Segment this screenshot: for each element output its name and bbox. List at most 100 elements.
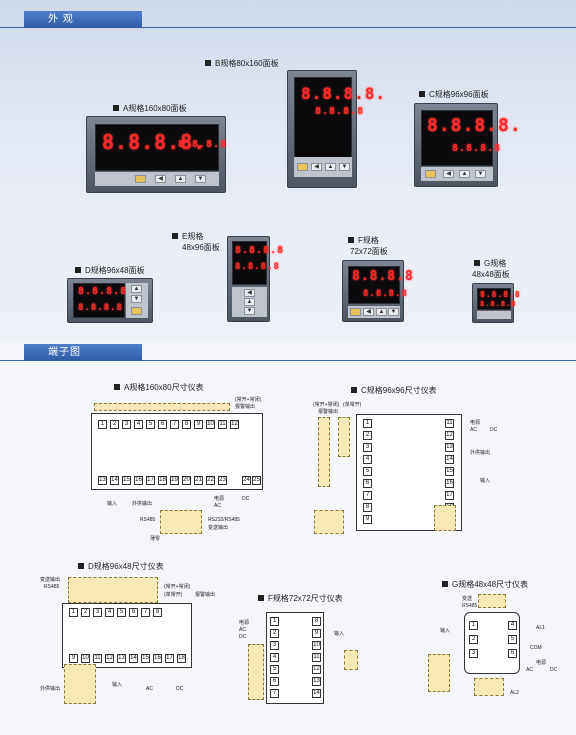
panel-a-screen: 8.8.8.8. 8.8.8.8	[95, 124, 226, 171]
diagram-a-input-label: 输入	[107, 501, 118, 507]
panel-f-label-1: F规格	[348, 236, 379, 246]
diagram-a-rs485-label: RS485	[140, 517, 156, 523]
diagram-f-body: 1 2 3 4 5 6 7 8 9 10 11 12 13 14	[266, 612, 324, 704]
panel-c-sub-display: 8.8.8.8	[452, 143, 502, 154]
terminal: 3	[270, 641, 279, 650]
terminal: 3	[363, 443, 372, 452]
terminal: 3	[469, 649, 478, 658]
panel-d-main-display: 8.8.8.8	[78, 286, 128, 297]
diagram-a-comm-block	[160, 510, 202, 534]
panel-e-main-display: 8.8.8.8	[235, 245, 285, 256]
set-key[interactable]	[297, 163, 308, 171]
panel-b-label: B规格80x160面板	[205, 59, 279, 69]
terminal: 16	[153, 654, 162, 663]
panel-c-label-text: C规格96x96面板	[429, 90, 489, 99]
up-key[interactable]: ▲	[459, 170, 470, 178]
bullet-icon	[351, 387, 357, 393]
panel-e-screen: 8.8.8.8 8.8.8.8	[232, 241, 283, 285]
panel-g-main-display: 8.8.8.8	[480, 290, 521, 299]
left-key[interactable]: ◀	[311, 163, 322, 171]
diagram-f-title-text: F规格72x72尺寸仪表	[268, 594, 343, 603]
down-key[interactable]: ▼	[475, 170, 486, 178]
diagram-g-al1-label: AL1	[536, 625, 545, 631]
panel-g-label-2: 48x48面板	[472, 270, 510, 279]
panel-g: 8.8.8.8 8.8.8.8	[472, 283, 520, 323]
terminal: 12	[105, 654, 114, 663]
terminal: 8	[312, 617, 321, 626]
diagram-c-in-label: 输入	[480, 478, 491, 484]
panel-a-main-display: 8.8.8.8.	[102, 130, 207, 154]
terminal: 7	[270, 689, 279, 698]
panel-f-sub-display: 8.8.8.8	[363, 289, 408, 299]
terminal: 12	[445, 431, 454, 440]
diagram-d-dc-label: DC	[176, 686, 184, 692]
section-divider	[0, 360, 576, 361]
bullet-icon	[474, 260, 480, 266]
terminal: 14	[445, 455, 454, 464]
terminal: 2	[363, 431, 372, 440]
terminal: 15	[122, 476, 131, 485]
panel-g-sub-display: 8.8.8.8	[480, 300, 517, 308]
down-key[interactable]: ▼	[131, 295, 142, 303]
down-key[interactable]: ▼	[388, 308, 399, 316]
terminal: 16	[134, 476, 143, 485]
diagram-g-body: 1 2 3 4 5 6	[464, 612, 520, 674]
diagram-c-bottom-block	[314, 510, 344, 534]
panel-b-sub-display: 8.8.8.8	[315, 106, 365, 117]
diagram-a-body: 1 2 3 4 5 6 7 8 9 10 11 12 13 14 15 16 1…	[91, 413, 263, 490]
panel-c-main-display: 8.8.8.8.	[427, 115, 522, 136]
terminal: 18	[177, 654, 186, 663]
terminal: 5	[363, 467, 372, 476]
panel-f-label-text: F规格	[358, 236, 379, 245]
diagram-c-ext-label: 外供输出	[470, 450, 491, 456]
up-key[interactable]: ▲	[175, 175, 186, 183]
panel-f-keypad: ◀ ▲ ▼	[348, 306, 400, 318]
terminal: 23	[218, 476, 227, 485]
down-key[interactable]: ▼	[339, 163, 350, 171]
diagram-g-left-block	[428, 654, 450, 692]
set-key[interactable]	[131, 307, 142, 315]
diagram-a-alarm-block	[94, 403, 230, 411]
diagram-d-note-1: (常开+常闭)	[164, 584, 191, 590]
diagram-c-ac-label: AC	[470, 427, 477, 433]
terminal: 6	[363, 479, 372, 488]
diagram-c-alarm-block-1	[318, 417, 330, 487]
panel-c: 8.8.8.8. 8.8.8.8 ◀ ▲ ▼	[414, 103, 521, 187]
up-key[interactable]: ▲	[131, 285, 142, 293]
panel-g-keypad	[477, 311, 511, 319]
set-key[interactable]	[350, 308, 361, 316]
diagram-c-note-2: (单常开)	[343, 402, 362, 408]
left-key[interactable]: ◀	[443, 170, 454, 178]
up-key[interactable]: ▲	[376, 308, 387, 316]
terminal: 2	[110, 420, 119, 429]
diagram-a-dc-label: DC	[242, 496, 250, 502]
terminal: 21	[194, 476, 203, 485]
panel-b-screen: 8.8.8.8. 8.8.8.8	[294, 77, 385, 163]
panel-g-label-text: G规格	[484, 259, 507, 268]
diagram-g-al2-label: AL2	[510, 690, 519, 696]
panel-c-label: C规格96x96面板	[419, 90, 489, 100]
diagram-g-title: G规格48x48尺寸仪表	[442, 580, 528, 590]
terminal: 13	[445, 443, 454, 452]
set-key[interactable]	[425, 170, 436, 178]
terminal: 20	[182, 476, 191, 485]
left-key[interactable]: ◀	[363, 308, 374, 316]
terminal: 9	[194, 420, 203, 429]
up-key[interactable]: ▲	[325, 163, 336, 171]
left-key[interactable]: ◀	[244, 289, 255, 297]
panel-b-main-display: 8.8.8.8.	[301, 84, 387, 103]
down-key[interactable]: ▼	[195, 175, 206, 183]
left-key[interactable]: ◀	[155, 175, 166, 183]
down-key[interactable]: ▼	[244, 307, 255, 315]
diagram-c-note-3: 报警输出	[318, 409, 339, 415]
terminal: 11	[445, 419, 454, 428]
set-key[interactable]	[135, 175, 146, 183]
terminal: 13	[98, 476, 107, 485]
bullet-icon	[348, 237, 354, 243]
up-key[interactable]: ▲	[244, 298, 255, 306]
terminal: 2	[469, 635, 478, 644]
terminal: 3	[93, 608, 102, 617]
panel-b: 8.8.8.8. 8.8.8.8 ◀ ▲ ▼	[287, 70, 385, 188]
diagram-d-ac-label: AC	[146, 686, 153, 692]
terminal: 9	[312, 629, 321, 638]
